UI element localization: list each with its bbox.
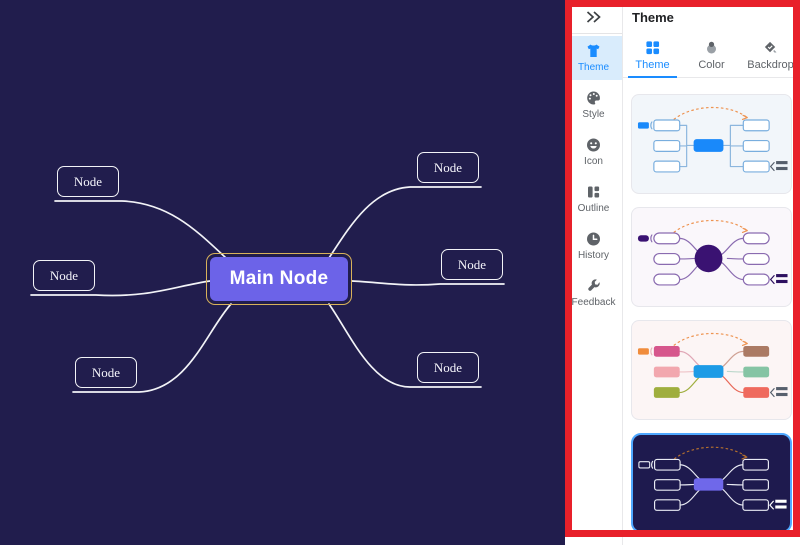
sidebar-item-history[interactable]: History — [565, 224, 622, 268]
grid-icon — [646, 41, 660, 55]
panel-content: Theme Theme Color — [623, 0, 800, 545]
wrench-icon — [588, 279, 600, 291]
map-node[interactable]: Node — [417, 352, 479, 383]
map-node[interactable]: Node — [441, 249, 503, 280]
panel-tabs: Theme Color Backdrop — [623, 34, 800, 78]
tab-color[interactable]: Color — [682, 34, 741, 77]
mindmap-canvas[interactable]: Node Node Node Node Node Node Main Node — [0, 0, 565, 545]
map-node[interactable]: Node — [57, 166, 119, 197]
panel-title: Theme — [632, 10, 674, 25]
map-node[interactable]: Node — [75, 357, 137, 388]
tab-label: Theme — [635, 59, 670, 71]
sidebar-item-label: Outline — [577, 203, 610, 214]
theme-card-dark-navy[interactable] — [631, 433, 792, 533]
theme-card-purple-light[interactable] — [631, 207, 792, 307]
tab-backdrop[interactable]: Backdrop — [741, 34, 800, 77]
sidebar-item-label: History — [577, 250, 610, 261]
backdrop-icon — [764, 41, 777, 53]
collapse-panel-button[interactable] — [565, 0, 622, 34]
sidebar-item-style[interactable]: Style — [565, 83, 622, 127]
theme-thumbnail-list — [623, 78, 800, 545]
sidebar-item-label: Style — [582, 109, 605, 120]
palette-icon — [587, 91, 600, 105]
tab-theme[interactable]: Theme — [623, 34, 682, 78]
panel-sidebar: Theme Style Icon Outline — [565, 0, 623, 545]
sidebar-item-label: Theme — [577, 62, 610, 73]
main-node[interactable]: Main Node — [210, 257, 348, 301]
theme-card-blue-light[interactable] — [631, 94, 792, 194]
theme-card-colorful-light[interactable] — [631, 320, 792, 420]
tab-label: Color — [698, 59, 725, 71]
tshirt-icon — [587, 44, 600, 57]
smiley-icon — [587, 138, 600, 152]
sidebar-item-label: Icon — [584, 156, 603, 167]
sidebar-item-feedback[interactable]: Feedback — [565, 271, 622, 315]
sidebar-item-outline[interactable]: Outline — [565, 177, 622, 221]
branch-lines — [30, 186, 505, 393]
layout-icon — [588, 186, 600, 198]
sidebar-item-icon[interactable]: Icon — [565, 130, 622, 174]
clock-icon — [587, 232, 600, 246]
main-node-selection-outline: Main Node — [206, 253, 352, 305]
color-icon — [707, 41, 716, 54]
tab-label: Backdrop — [747, 59, 794, 71]
map-node[interactable]: Node — [417, 152, 479, 183]
map-node[interactable]: Node — [33, 260, 95, 291]
double-chevron-right-icon — [586, 10, 601, 23]
sidebar-item-label: Feedback — [571, 297, 616, 308]
sidebar-item-theme[interactable]: Theme — [565, 36, 622, 80]
theme-panel: Theme Style Icon Outline — [565, 0, 800, 545]
